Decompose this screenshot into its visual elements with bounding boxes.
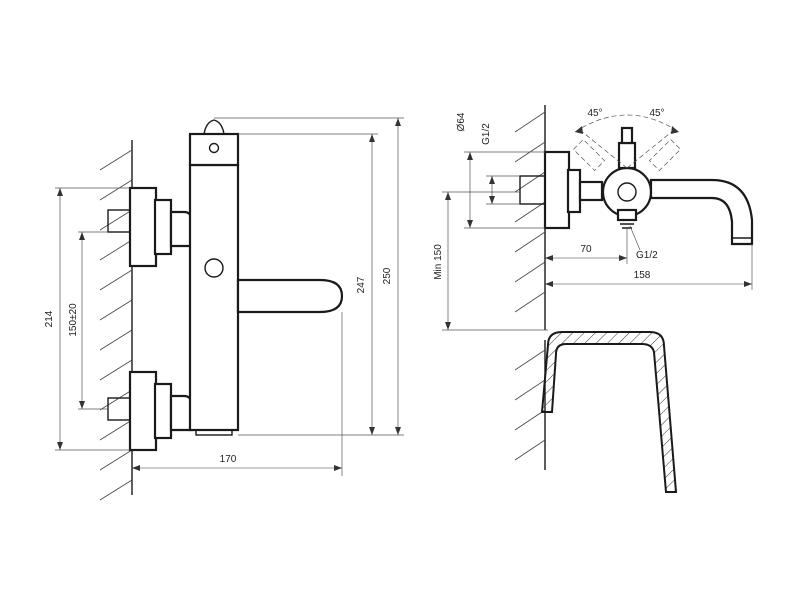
side-wall-upper — [514, 105, 546, 330]
bathtub-section — [540, 331, 678, 493]
side-inlet — [519, 150, 604, 230]
dim-inlet-spacing-label: 150±20 — [68, 303, 79, 337]
side-wall-lower — [514, 340, 546, 470]
dim-spout-offset-label: 70 — [580, 244, 592, 255]
front-dimensions — [55, 117, 404, 476]
dim-height-247-label: 247 — [356, 276, 367, 293]
dim-thread-top-label: G1/2 — [481, 123, 492, 145]
angle-left-label: 45° — [587, 108, 602, 119]
dim-height-total-label: 214 — [44, 310, 55, 327]
dim-width-label: 170 — [220, 454, 237, 465]
dim-diameter-label: Ø64 — [456, 112, 467, 131]
mixer-body — [188, 119, 240, 436]
front-view: 170 214 150±20 247 250 — [44, 117, 404, 501]
dim-spout-length-label: 158 — [634, 270, 651, 281]
angle-right-label: 45° — [649, 108, 664, 119]
side-dimensions — [442, 151, 753, 331]
front-wall — [99, 140, 133, 501]
bath-spout — [649, 178, 754, 246]
dim-min-height-label: Min 150 — [433, 244, 444, 280]
dim-height-250-label: 250 — [382, 267, 393, 284]
side-body — [601, 126, 653, 229]
upper-inlet — [107, 186, 194, 268]
lever-handle — [236, 278, 344, 314]
side-view: Ø64 G1/2 Min 150 70 158 G1/2 45° 45° — [433, 105, 754, 493]
dim-thread-bottom-label: G1/2 — [636, 250, 658, 261]
lower-inlet — [107, 370, 194, 452]
